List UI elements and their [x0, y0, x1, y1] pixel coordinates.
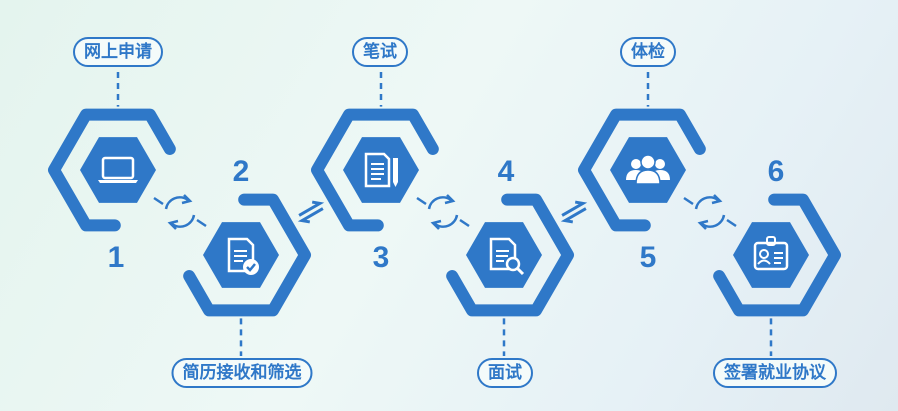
- step-2-hexagon: [183, 193, 311, 356]
- document-pen-icon: [364, 152, 398, 188]
- step-2-number: 2: [232, 155, 250, 188]
- step-3-number: 3: [372, 241, 390, 274]
- tick: [726, 218, 737, 228]
- step-1-hexagon: [48, 72, 176, 232]
- badge-icon: [753, 236, 789, 271]
- hexagon-ring: [713, 193, 841, 317]
- document-check-icon: [227, 237, 259, 275]
- arrowhead: [711, 194, 723, 205]
- hexagon-fill: [733, 222, 809, 288]
- hexagon-fill: [203, 222, 279, 288]
- arrowhead: [181, 194, 193, 205]
- step-2-label: 简历接收和筛选: [171, 358, 313, 388]
- tick: [683, 196, 694, 206]
- arc: [427, 196, 452, 210]
- arc: [434, 214, 459, 228]
- step-6-label: 签署就业协议: [713, 358, 837, 388]
- arrowhead: [697, 219, 709, 230]
- hexagon-ring: [183, 193, 311, 317]
- step-4-hexagon: [446, 193, 574, 356]
- arrowhead: [430, 219, 442, 230]
- arc: [164, 196, 189, 210]
- step-5-hexagon: [578, 72, 706, 232]
- step-1-number: 1: [107, 241, 125, 274]
- step-3-hexagon: [311, 72, 439, 232]
- laptop-icon: [98, 156, 138, 183]
- arc: [694, 196, 719, 210]
- arrowhead: [444, 194, 456, 205]
- hexagon-ring: [446, 193, 574, 317]
- step-3-label: 笔试: [352, 37, 408, 67]
- step-1-label: 网上申请: [73, 37, 163, 67]
- tick: [196, 218, 207, 228]
- arrow-left: [297, 207, 324, 224]
- arrow-left: [560, 207, 587, 224]
- document-search-icon: [489, 237, 525, 276]
- arc: [701, 214, 726, 228]
- hexagon-ring: [48, 108, 176, 232]
- tick: [459, 218, 470, 228]
- step-6-number: 6: [767, 155, 785, 188]
- hexagon-fill: [80, 137, 156, 203]
- double-arrow-icon: [560, 200, 588, 224]
- hexagon-ring: [311, 108, 439, 232]
- hexagon-fill: [466, 222, 542, 288]
- tick: [416, 196, 427, 206]
- cycle-arrows-icon: [416, 194, 470, 230]
- step-6-hexagon: [713, 193, 841, 356]
- step-4-number: 4: [497, 155, 515, 188]
- tick: [153, 196, 164, 206]
- step-5-label: 体检: [620, 37, 676, 67]
- cycle-arrows-icon: [153, 194, 207, 230]
- arrowhead: [167, 219, 179, 230]
- step-5-number: 5: [639, 241, 657, 274]
- cycle-arrows-icon: [683, 194, 737, 230]
- arrow-right: [561, 200, 588, 217]
- step-4-label: 面试: [477, 358, 533, 388]
- arc: [171, 214, 196, 228]
- arrow-right: [298, 200, 325, 217]
- hexagon-ring: [578, 108, 706, 232]
- double-arrow-icon: [297, 200, 325, 224]
- group-icon: [626, 154, 670, 185]
